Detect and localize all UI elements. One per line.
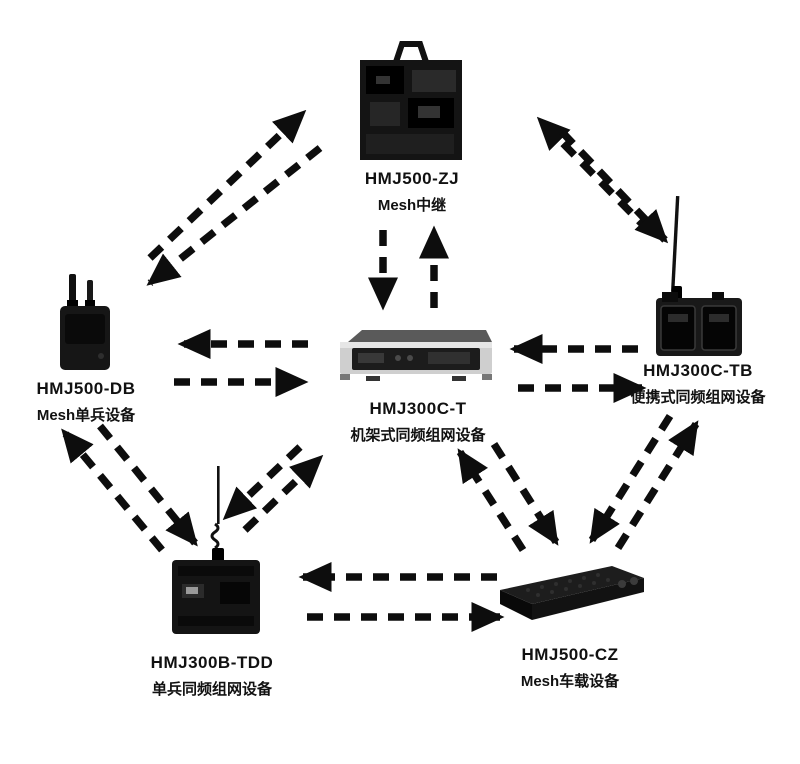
- hmj500-db-model: HMJ500-DB: [36, 379, 136, 398]
- arrow-cz-to-tb: [614, 420, 700, 550]
- hmj300c-t-image: [340, 330, 492, 381]
- arrow-tdd-to-db: [61, 428, 165, 553]
- arrow-tb-to-cz: [588, 414, 674, 544]
- hmj500-cz-desc: Mesh车载设备: [520, 673, 620, 691]
- device-hmj300c-tb[interactable]: [652, 196, 746, 360]
- arrow-t-to-tdd: [222, 444, 303, 521]
- hmj500-db-desc: Mesh单兵设备: [36, 407, 136, 425]
- hmj300b-tdd-desc: 单兵同频组网设备: [151, 681, 272, 699]
- hmj500-zj-image: [360, 41, 462, 160]
- hmj500-cz-image: [500, 566, 644, 620]
- hmj300c-t-model: HMJ300C-T: [369, 399, 467, 418]
- hmj300b-tdd-model: HMJ300B-TDD: [150, 653, 274, 672]
- arrow-zj-to-db: [146, 145, 323, 286]
- label-hmj300c-tb: HMJ300C-TB 便携式同频组网设备: [596, 358, 800, 410]
- hmj500-cz-model: HMJ500-CZ: [521, 645, 619, 664]
- device-hmj500-cz[interactable]: [494, 558, 648, 634]
- arrow-t-to-cz: [490, 441, 560, 546]
- device-hmj300b-tdd[interactable]: [164, 466, 266, 646]
- hmj300b-tdd-image: [172, 466, 260, 634]
- hmj500-db-image: [60, 274, 110, 370]
- label-hmj500-cz: HMJ500-CZ Mesh车载设备: [470, 642, 670, 694]
- device-hmj500-zj[interactable]: [352, 36, 470, 166]
- hmj300c-tb-model: HMJ300C-TB: [643, 361, 753, 380]
- label-hmj500-zj: HMJ500-ZJ Mesh中继: [312, 166, 512, 218]
- arrow-zj-to-tb: [559, 129, 669, 244]
- arrow-db-to-zj: [147, 109, 307, 261]
- hmj500-zj-model: HMJ500-ZJ: [364, 169, 460, 188]
- hmj300c-t-desc: 机架式同频组网设备: [350, 427, 486, 445]
- arrow-tdd-to-t: [242, 454, 324, 533]
- label-hmj500-db: HMJ500-DB Mesh单兵设备: [0, 376, 172, 428]
- hmj500-zj-desc: Mesh中继: [377, 197, 447, 215]
- label-hmj300b-tdd: HMJ300B-TDD 单兵同频组网设备: [112, 650, 312, 702]
- device-hmj300c-t[interactable]: [336, 326, 496, 386]
- hmj300c-tb-image: [656, 196, 742, 356]
- hmj300c-tb-desc: 便携式同频组网设备: [630, 389, 766, 407]
- arrow-tb-to-zj: [536, 116, 653, 235]
- device-hmj500-db[interactable]: [55, 274, 119, 374]
- arrow-cz-to-t: [456, 448, 527, 553]
- label-hmj300c-t: HMJ300C-T 机架式同频组网设备: [318, 396, 518, 448]
